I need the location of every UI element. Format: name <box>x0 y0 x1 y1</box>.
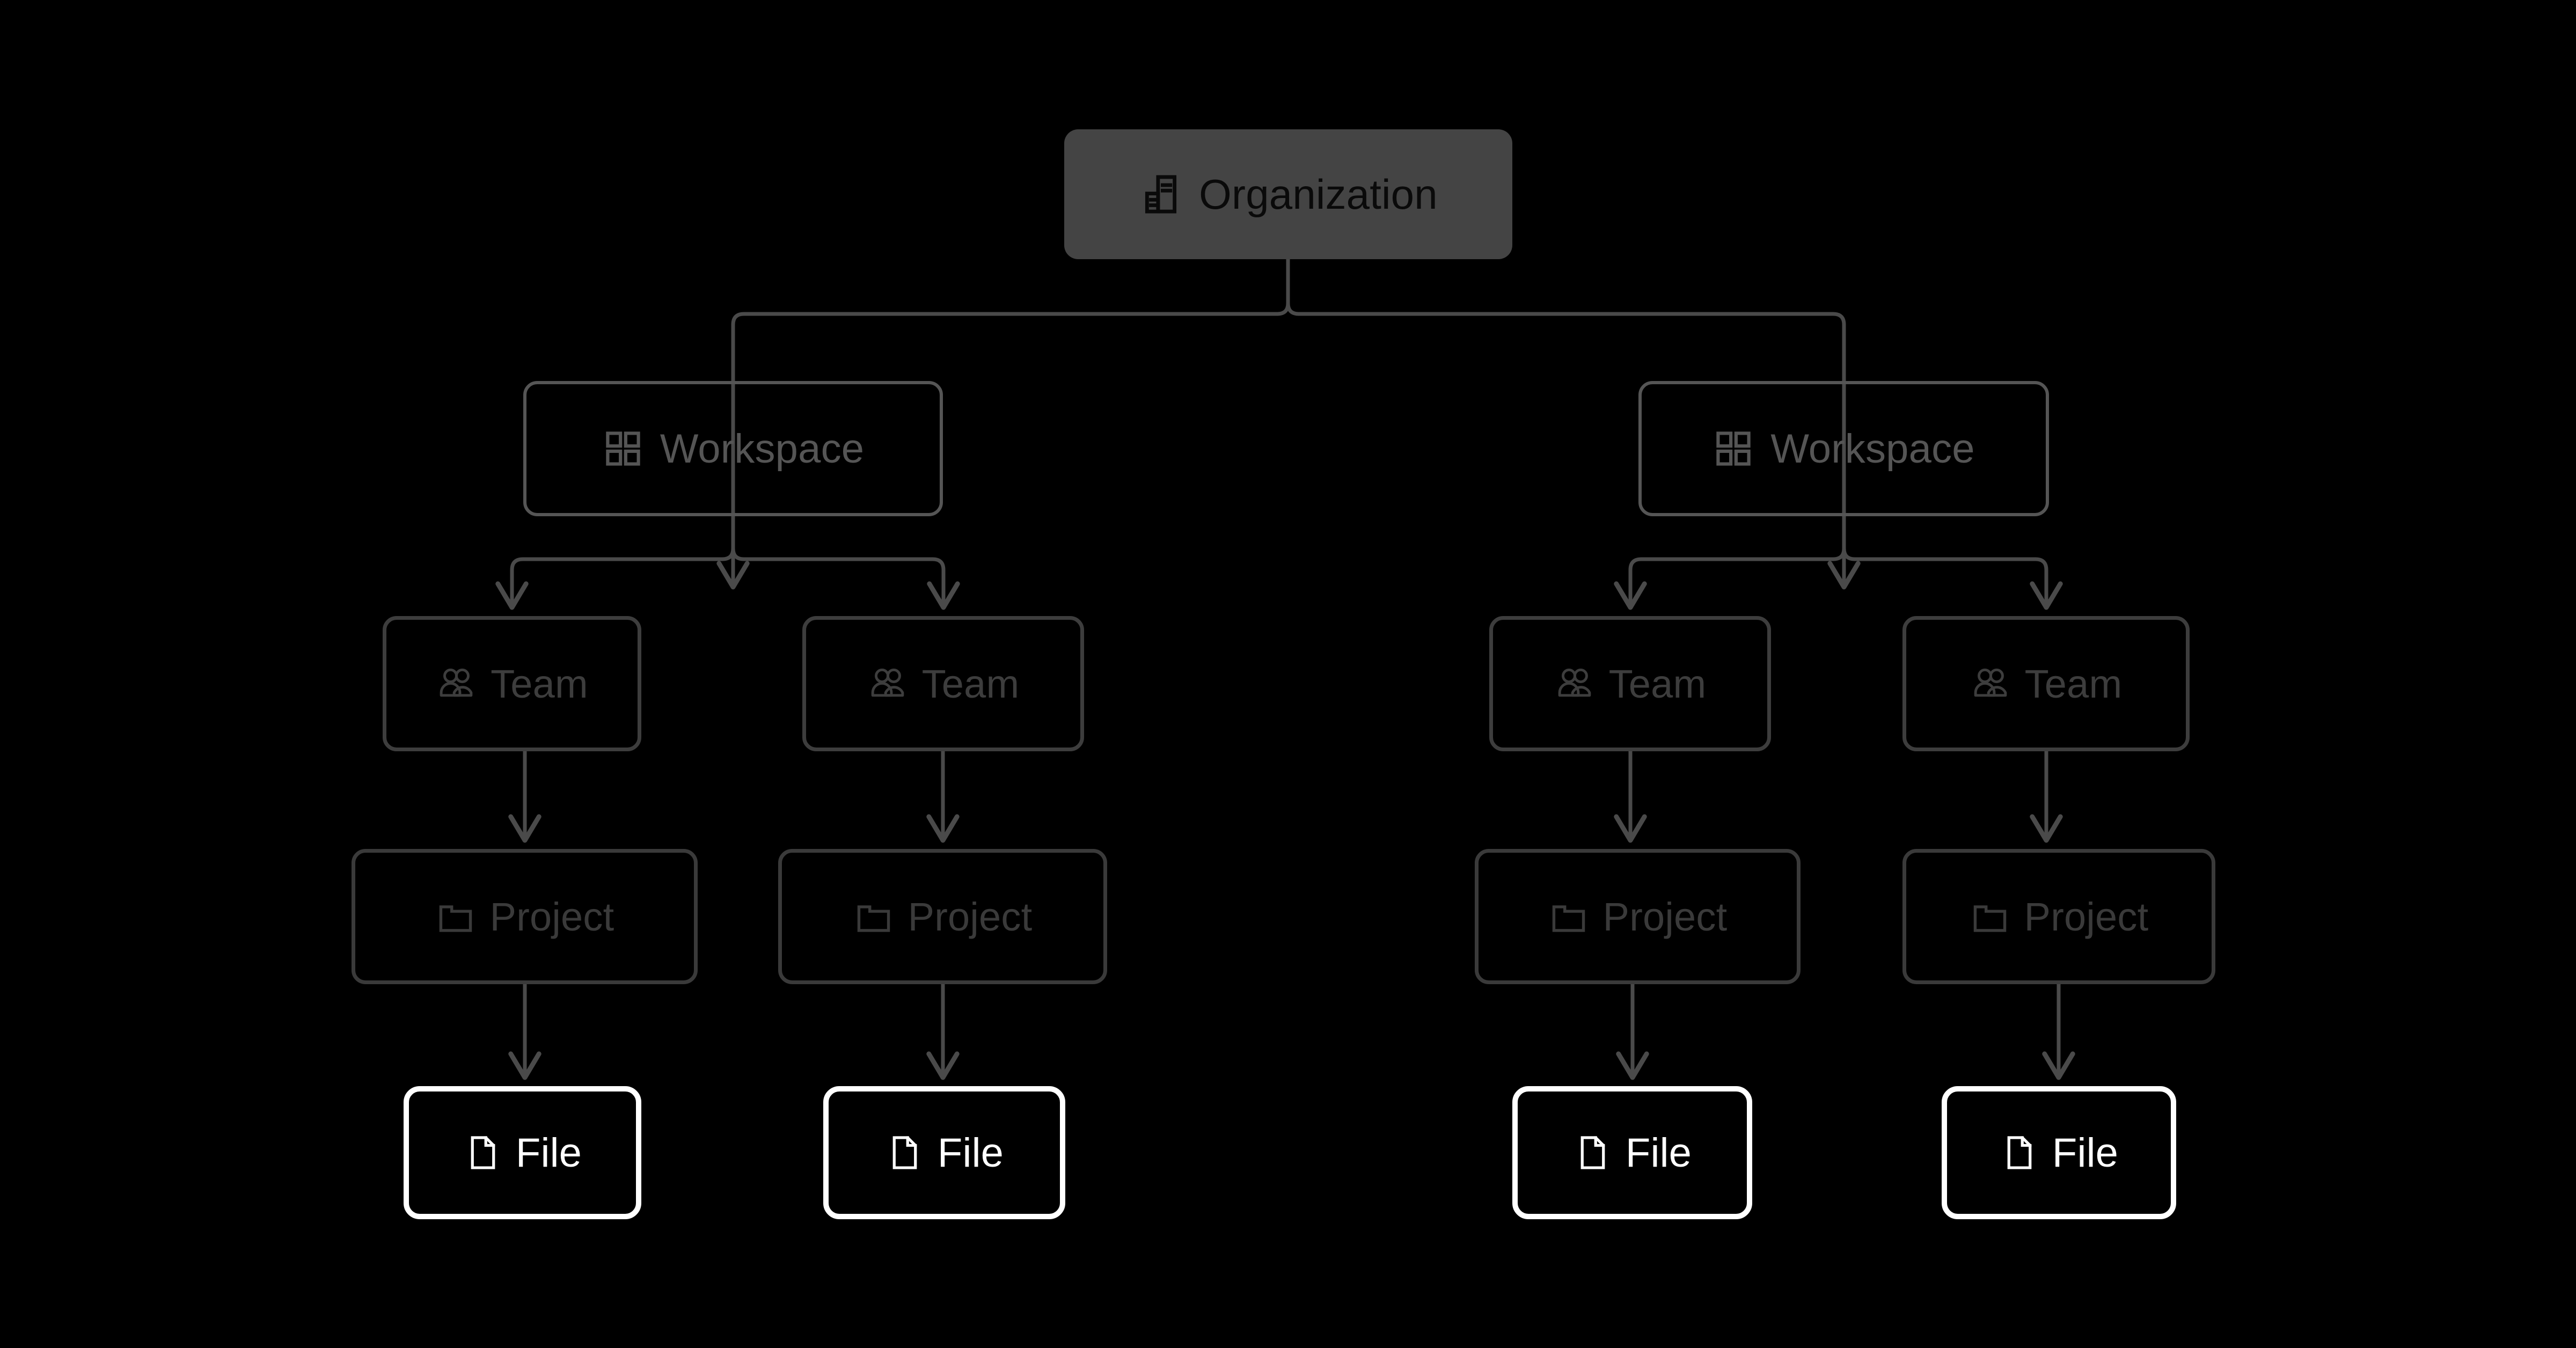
node-label: Project <box>908 894 1033 939</box>
node-label: Workspace <box>660 426 865 472</box>
node-label: File <box>2052 1130 2119 1176</box>
node-team-4[interactable]: Team <box>1902 616 2190 751</box>
users-icon <box>867 663 908 704</box>
node-label: Workspace <box>1770 426 1975 472</box>
edge-workspace-2-to-team-3 <box>1614 516 1846 610</box>
document-icon <box>2000 1133 2039 1173</box>
grid-icon <box>1713 428 1754 470</box>
node-project-4[interactable]: Project <box>1902 849 2215 984</box>
node-organization[interactable]: Organization <box>1064 129 1512 259</box>
node-project-2[interactable]: Project <box>778 849 1107 984</box>
node-label: Team <box>921 661 1020 706</box>
node-label: Team <box>1608 661 1707 706</box>
node-label: File <box>937 1130 1004 1176</box>
users-icon <box>1970 663 2011 704</box>
node-workspace-2[interactable]: Workspace <box>1638 381 2049 516</box>
node-team-2[interactable]: Team <box>802 616 1084 751</box>
document-icon <box>1573 1133 1613 1173</box>
users-icon <box>436 663 477 704</box>
node-file-4[interactable]: File <box>1942 1086 2176 1219</box>
grid-icon <box>602 428 644 470</box>
node-label: Organization <box>1199 170 1438 218</box>
folder-icon <box>853 896 894 937</box>
node-label: File <box>515 1130 582 1176</box>
document-icon <box>885 1133 925 1173</box>
node-team-1[interactable]: Team <box>383 616 641 751</box>
node-project-1[interactable]: Project <box>352 849 698 984</box>
edge-workspace-1-to-team-1 <box>495 516 735 610</box>
users-icon <box>1554 663 1595 704</box>
node-team-3[interactable]: Team <box>1489 616 1771 751</box>
node-project-3[interactable]: Project <box>1475 849 1801 984</box>
node-label: Team <box>2024 661 2123 706</box>
edge-workspace-1-to-team-2 <box>731 516 960 610</box>
node-label: Project <box>1602 894 1728 939</box>
node-file-1[interactable]: File <box>404 1086 641 1219</box>
node-label: Team <box>491 661 588 706</box>
node-label: File <box>1625 1130 1692 1176</box>
folder-icon <box>1970 896 2010 937</box>
folder-icon <box>435 896 476 937</box>
node-label: Project <box>2024 894 2149 939</box>
node-file-2[interactable]: File <box>823 1086 1065 1219</box>
document-icon <box>463 1133 503 1173</box>
folder-icon <box>1548 896 1589 937</box>
node-workspace-1[interactable]: Workspace <box>523 381 943 516</box>
node-label: Project <box>489 894 614 939</box>
node-file-3[interactable]: File <box>1512 1086 1752 1219</box>
edge-workspace-2-to-team-4 <box>1842 516 2063 610</box>
building-icon <box>1139 172 1183 216</box>
